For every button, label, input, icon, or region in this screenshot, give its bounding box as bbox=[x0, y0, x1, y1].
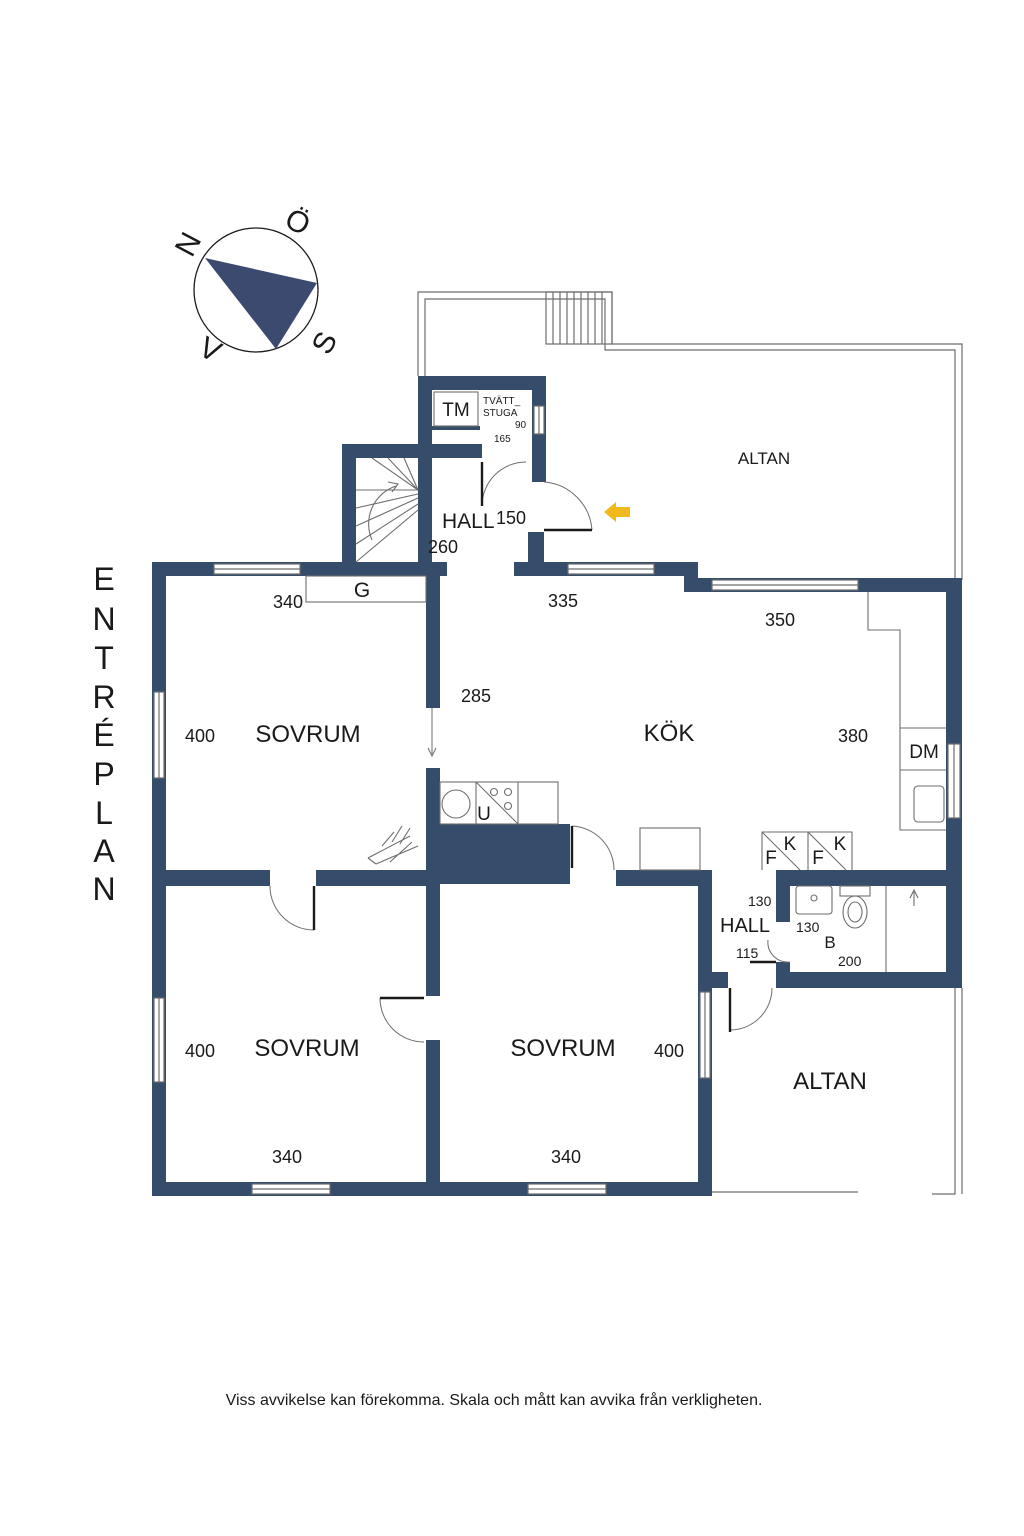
dimension-label: 340 bbox=[272, 1147, 302, 1167]
fixture-label-g: G bbox=[354, 579, 370, 602]
floor-name-letter: N bbox=[92, 871, 115, 907]
door-leaves bbox=[312, 462, 776, 1032]
fixtures bbox=[305, 391, 946, 972]
altan-top-outline bbox=[417, 291, 963, 580]
floor-name-letter: E bbox=[93, 561, 114, 597]
room-label-hall: HALL bbox=[720, 915, 770, 937]
dimension-label: 335 bbox=[548, 591, 578, 611]
compass-circle bbox=[193, 227, 319, 353]
room-label-altan: ALTAN bbox=[738, 449, 790, 468]
dimension-labels-small: 130 130 115 200 bbox=[736, 893, 862, 969]
windows bbox=[153, 405, 961, 1195]
dimension-label: 380 bbox=[838, 726, 868, 746]
fixture-label-tm: TM bbox=[442, 400, 469, 421]
floor-name-letter: R bbox=[92, 679, 115, 715]
disclaimer: Viss avvikelse kan förekomma. Skala och … bbox=[226, 1391, 763, 1409]
dimension-label: 350 bbox=[765, 610, 795, 630]
fixture-label-k: K bbox=[834, 834, 847, 855]
fixture-label-k: K bbox=[784, 834, 797, 855]
floor-name: E N T R É P L A N bbox=[92, 561, 115, 907]
entrance-arrow-icon bbox=[604, 502, 630, 522]
room-label-sovrum: SOVRUM bbox=[254, 1035, 359, 1062]
dimension-labels: 340 400 285 335 350 380 260 150 400 400 … bbox=[185, 508, 868, 1167]
fixture-label-f: F bbox=[812, 848, 824, 869]
dimension-label: 285 bbox=[461, 686, 491, 706]
floor-name-letter: T bbox=[94, 640, 114, 676]
floor-name-letter: L bbox=[95, 795, 113, 831]
sliding-door bbox=[427, 708, 437, 758]
dimension-label: 200 bbox=[838, 953, 862, 969]
laundry-labels: TVÄTT_ STUGA 90 165 bbox=[483, 395, 527, 445]
staircase bbox=[355, 457, 419, 563]
room-label-hall: HALL bbox=[442, 510, 495, 533]
dimension-label: 90 bbox=[515, 420, 527, 431]
fixture-label-dm: DM bbox=[909, 742, 939, 763]
floor-name-letter: N bbox=[92, 601, 115, 637]
dimension-label: 340 bbox=[273, 592, 303, 612]
floor-name-letter: É bbox=[93, 717, 114, 753]
room-label-sovrum: SOVRUM bbox=[510, 1035, 615, 1062]
compass-north: N bbox=[169, 227, 208, 262]
fixture-labels: TM DM G U F K F K bbox=[354, 400, 939, 869]
room-label-tvattstuga: STUGA bbox=[483, 408, 518, 419]
door-swings bbox=[269, 461, 791, 1043]
dimension-label: 130 bbox=[748, 893, 772, 909]
compass-west: V bbox=[193, 331, 226, 370]
dimension-label: 165 bbox=[494, 434, 511, 445]
room-labels: SOVRUM SOVRUM SOVRUM KÖK HALL HALL ALTAN… bbox=[254, 449, 867, 1095]
compass-east: Ö bbox=[279, 202, 315, 242]
room-label-sovrum: SOVRUM bbox=[255, 721, 360, 748]
dimension-label: 400 bbox=[185, 1041, 215, 1061]
compass-south: S bbox=[306, 327, 345, 360]
dimension-label: 400 bbox=[185, 726, 215, 746]
room-label-altan: ALTAN bbox=[793, 1068, 867, 1095]
dimension-label: 130 bbox=[796, 919, 820, 935]
dimension-label: 150 bbox=[496, 508, 526, 528]
room-label-bathroom: B bbox=[824, 933, 835, 952]
floor-name-letter: P bbox=[93, 756, 114, 792]
room-label-tvattstuga: TVÄTT_ bbox=[483, 395, 521, 407]
floor-name-letter: A bbox=[93, 833, 115, 869]
fixture-label-f: F bbox=[765, 848, 777, 869]
dimension-label: 340 bbox=[551, 1147, 581, 1167]
room-label-kok: KÖK bbox=[644, 720, 695, 747]
dimension-label: 260 bbox=[428, 537, 458, 557]
compass-needle-icon bbox=[205, 258, 317, 349]
fixture-label-u: U bbox=[477, 804, 491, 825]
altan-bottom-outline bbox=[712, 988, 963, 1195]
dimension-label: 400 bbox=[654, 1041, 684, 1061]
dimension-label: 115 bbox=[736, 945, 759, 961]
compass: N Ö S V bbox=[169, 202, 344, 369]
